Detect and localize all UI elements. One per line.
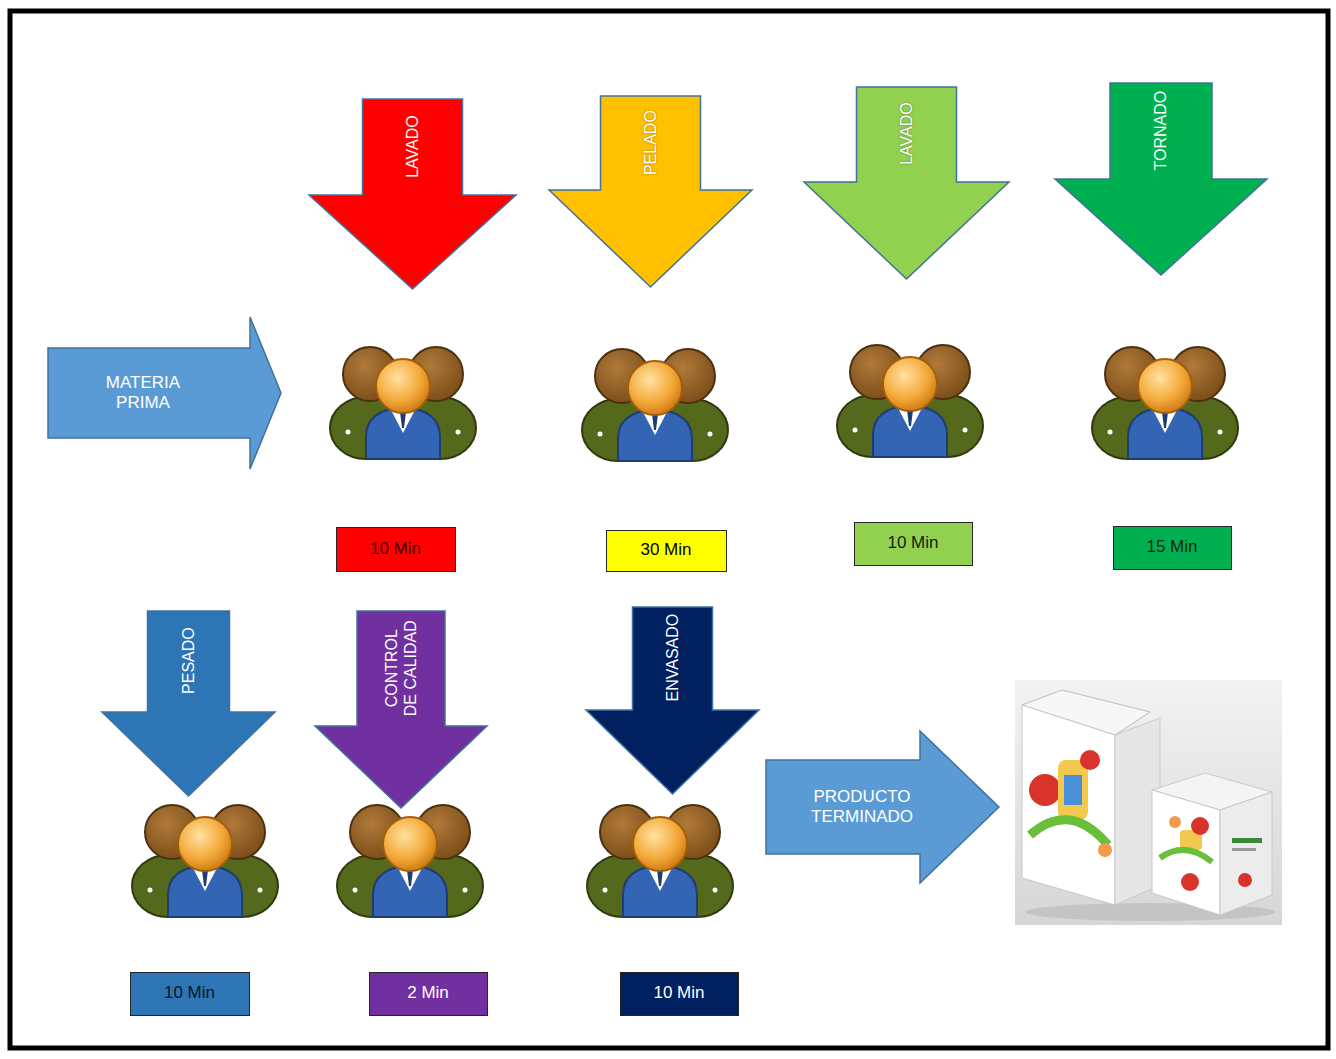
arrow-outline (804, 87, 1009, 279)
time-box: 10 Min (130, 972, 250, 1016)
time-label: 10 Min (164, 983, 215, 1003)
arrow-outline (48, 317, 281, 469)
time-box: 10 Min (336, 527, 456, 572)
label-group: PESADO (179, 628, 198, 695)
label-group: ENVASADO (663, 614, 682, 702)
label-group: TORNADO (1151, 91, 1170, 171)
label-group: 2 Min (407, 983, 449, 1003)
time-label: 10 Min (653, 983, 704, 1003)
step-label: LAVADO (897, 103, 916, 166)
step-label: MATERIA PRIMA (93, 373, 193, 414)
people-icon (330, 347, 476, 459)
process-arrow: CONTROL DE CALIDAD (314, 610, 488, 809)
arrow-outline (549, 96, 752, 287)
process-arrow: LAVADO (308, 98, 517, 290)
label-group: PELADO (641, 110, 660, 175)
people-icon (132, 805, 278, 917)
process-arrow: PESADO (101, 610, 276, 797)
flow-arrow: MATERIA PRIMA (47, 316, 282, 470)
label-group: MATERIA PRIMA (93, 373, 193, 414)
step-label: PELADO (641, 110, 660, 175)
flow-arrow: PRODUCTO TERMINADO (765, 730, 1000, 884)
time-label: 10 Min (370, 539, 421, 559)
label-group: LAVADO (403, 115, 422, 178)
time-label: 10 Min (887, 533, 938, 553)
label-group: 15 Min (1146, 537, 1197, 557)
time-label: 30 Min (640, 540, 691, 560)
process-arrow: ENVASADO (585, 606, 760, 795)
label-group: 10 Min (164, 983, 215, 1003)
process-arrow: LAVADO (803, 86, 1010, 280)
people-icon (1092, 347, 1238, 459)
frame (10, 11, 1328, 1048)
time-label: 2 Min (407, 983, 449, 1003)
process-arrow: TORNADO (1054, 82, 1268, 276)
arrow-outline (586, 607, 759, 794)
step-label: PRODUCTO TERMINADO (802, 787, 922, 828)
step-label: CONTROL DE CALIDAD (382, 618, 420, 718)
time-box: 10 Min (854, 522, 973, 566)
time-box: 15 Min (1113, 526, 1232, 570)
time-box: 30 Min (606, 530, 727, 572)
label-group: 10 Min (887, 533, 938, 553)
label-group: 10 Min (653, 983, 704, 1003)
people-icon (582, 349, 728, 461)
arrow-outline (102, 611, 275, 796)
time-label: 15 Min (1146, 537, 1197, 557)
label-group: PRODUCTO TERMINADO (802, 787, 922, 828)
label-group: 10 Min (370, 539, 421, 559)
arrow-outline (766, 731, 999, 883)
people-icon (587, 805, 733, 917)
arrow-shape (314, 610, 488, 809)
step-label: LAVADO (403, 115, 422, 178)
people-icon (337, 805, 483, 917)
arrow-outline (315, 611, 487, 808)
step-label: PESADO (179, 628, 198, 695)
process-arrow: PELADO (548, 95, 753, 288)
time-box: 10 Min (620, 972, 739, 1016)
arrow-outline (1055, 83, 1267, 275)
arrow-outline (309, 99, 516, 289)
label-group: LAVADO (897, 103, 916, 166)
label-group: CONTROL DE CALIDAD (382, 618, 420, 718)
label-group: 30 Min (640, 540, 691, 560)
people-icon (837, 345, 983, 457)
step-label: TORNADO (1151, 91, 1170, 171)
time-box: 2 Min (369, 972, 488, 1016)
product-image (1015, 680, 1282, 925)
step-label: ENVASADO (663, 614, 682, 702)
